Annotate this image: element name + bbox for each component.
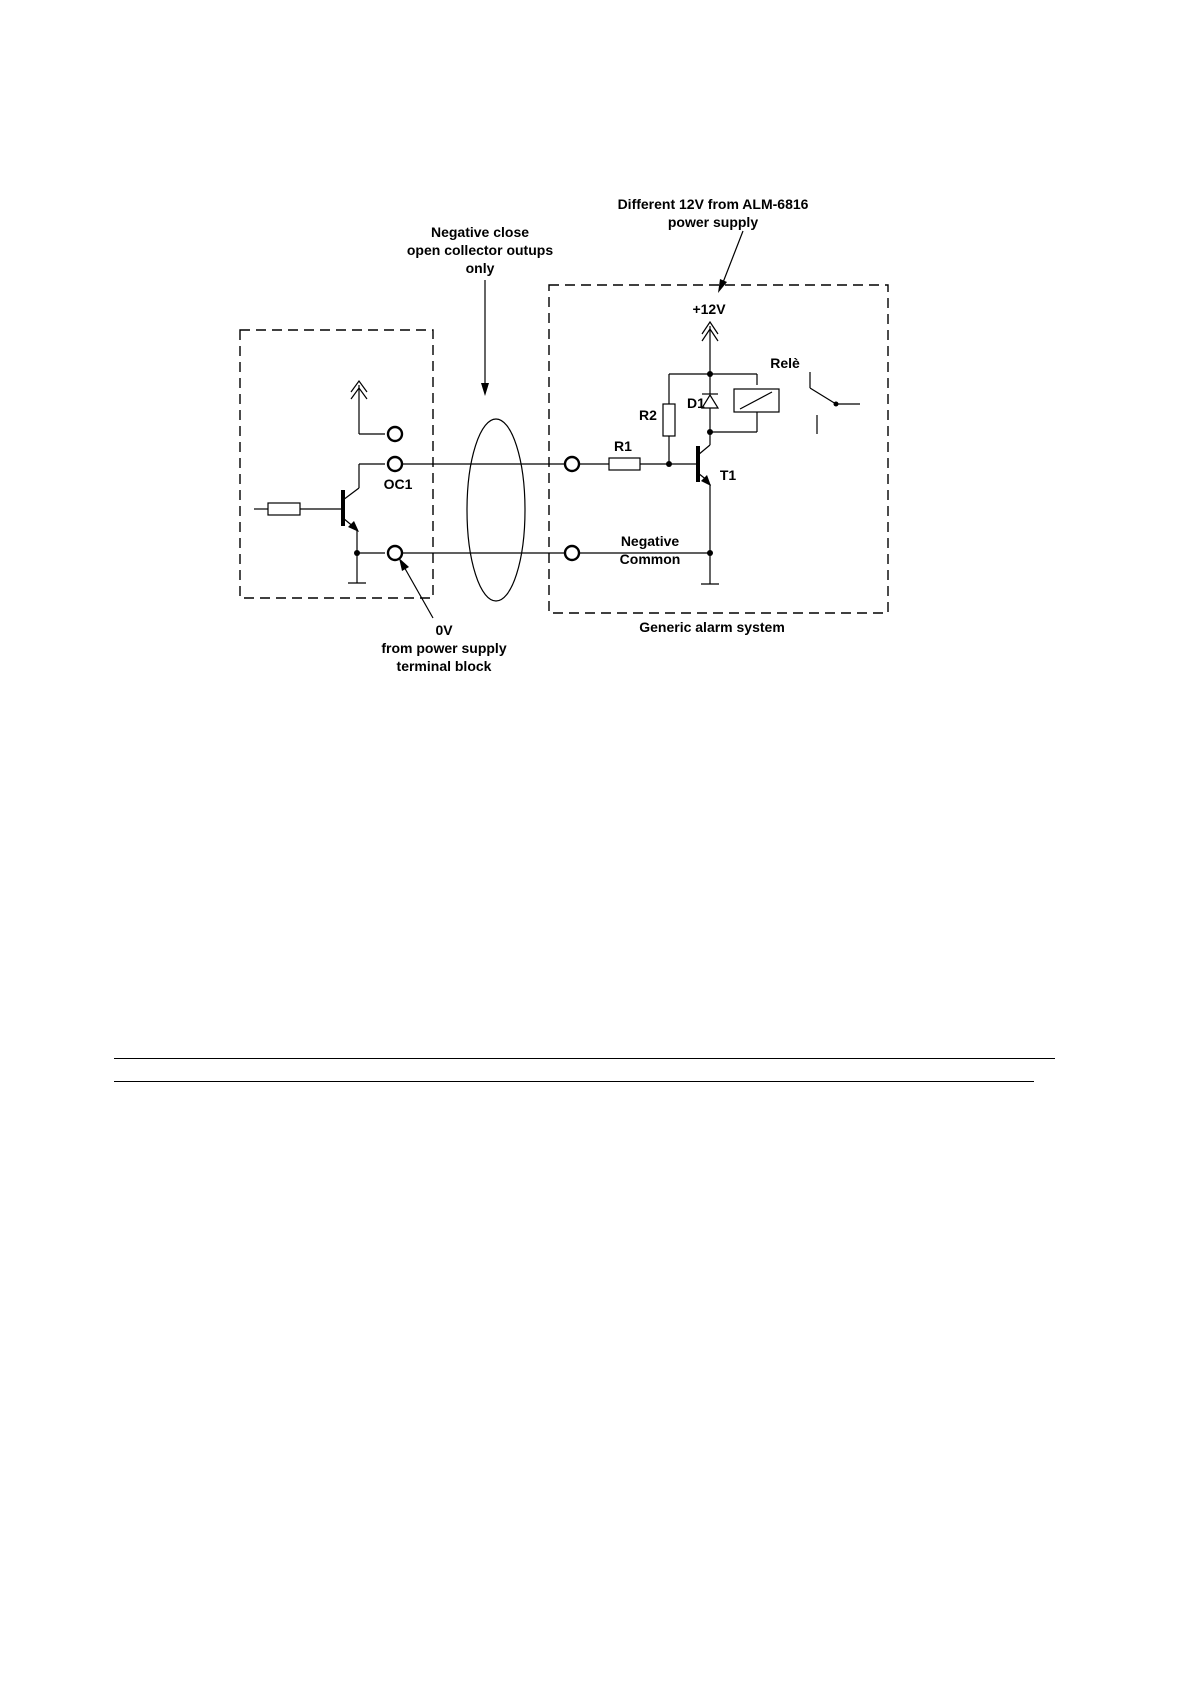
relay-coil-slash <box>740 392 772 409</box>
alarm-common-terminal <box>565 546 579 560</box>
left-0v-terminal <box>388 546 402 560</box>
zero-v-arrow <box>399 558 433 618</box>
cable-note-arrow <box>481 280 489 396</box>
right-ground-icon <box>701 553 719 584</box>
alarm-input-terminal <box>565 457 579 471</box>
cable-bundle-ellipse <box>467 419 525 601</box>
cable-note-line1: Negative close <box>431 224 529 240</box>
t1-transistor <box>690 432 711 553</box>
d1-diode <box>702 374 718 432</box>
cable-note-line3: only <box>466 260 495 276</box>
left-ground-icon <box>348 553 366 583</box>
left-supply-terminal <box>388 427 402 441</box>
rele-label: Relè <box>770 355 800 371</box>
divider-line-upper <box>114 1058 1055 1059</box>
supply-note-arrow <box>718 231 743 293</box>
zero-v-line3: terminal block <box>397 658 492 674</box>
plus-12v-arrow-icon <box>702 322 718 349</box>
zero-v-line1: 0V <box>435 622 453 638</box>
divider-line-lower <box>114 1081 1034 1082</box>
relay-contact-switch <box>810 372 860 434</box>
base-resistor <box>268 503 300 515</box>
left-transistor <box>343 464 359 553</box>
r2-resistor <box>663 404 675 436</box>
r2-label: R2 <box>639 407 657 423</box>
r1-resistor <box>609 458 640 470</box>
oc1-terminal <box>388 457 402 471</box>
plus-12v-label: +12V <box>692 301 726 317</box>
t1-label: T1 <box>720 467 737 483</box>
left-supply-arrow-icon <box>351 381 367 434</box>
r1-label: R1 <box>614 438 632 454</box>
supply-note-line1: Different 12V from ALM-6816 <box>618 196 809 212</box>
alarm-system-label: Generic alarm system <box>639 619 785 635</box>
negative-common-line1: Negative <box>621 533 680 549</box>
zero-v-line2: from power supply <box>381 640 506 656</box>
oc1-label: OC1 <box>384 476 413 492</box>
supply-note-line2: power supply <box>668 214 758 230</box>
alarm-system-box <box>549 285 888 613</box>
cable-note-line2: open collector outups <box>407 242 553 258</box>
